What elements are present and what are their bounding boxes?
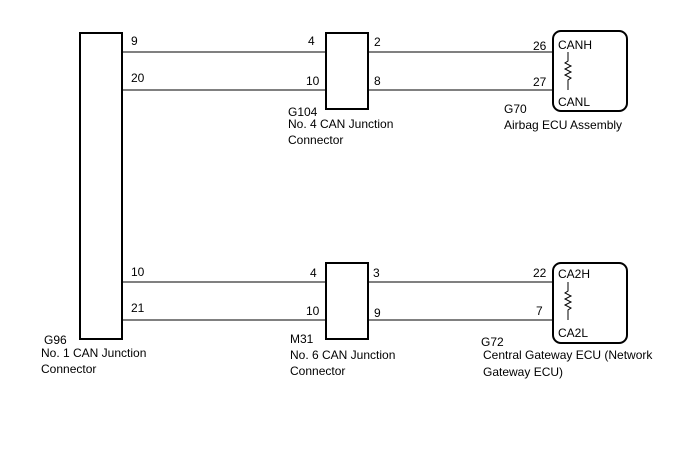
ecu-g70 <box>552 30 628 112</box>
g70-canh-label: CANH <box>558 38 592 52</box>
pin-g96-20: 20 <box>131 71 145 85</box>
g96-code: G96 <box>44 333 67 347</box>
g72-name-line1: Central Gateway ECU (Network <box>483 348 653 362</box>
pin-g96-10: 10 <box>131 265 145 279</box>
g72-ca2l-label: CA2L <box>558 326 588 340</box>
g104-name-line1: No. 4 CAN Junction <box>288 117 393 131</box>
pin-g104-10: 10 <box>306 74 320 88</box>
pin-g96-9: 9 <box>131 34 138 48</box>
m31-name-line2: Connector <box>290 364 345 378</box>
connector-g104 <box>325 32 369 110</box>
m31-name-line1: No. 6 CAN Junction <box>290 348 395 362</box>
pin-g70-26: 26 <box>533 39 547 53</box>
g96-name-line2: Connector <box>41 362 96 376</box>
g70-name-line1: Airbag ECU Assembly <box>504 118 622 132</box>
connector-m31 <box>325 262 369 340</box>
wire-g96-10-to-m31-4 <box>104 52 326 283</box>
pin-g72-22: 22 <box>533 266 547 280</box>
resistor-g70 <box>563 52 573 90</box>
pin-g104-4: 4 <box>308 34 315 48</box>
pin-m31-4: 4 <box>310 266 317 280</box>
pin-g104-2: 2 <box>374 35 381 49</box>
g72-ca2h-label: CA2H <box>558 267 590 281</box>
pin-g96-21: 21 <box>131 301 145 315</box>
g72-code: G72 <box>481 335 504 349</box>
pin-g70-27: 27 <box>533 75 547 89</box>
g96-name-line1: No. 1 CAN Junction <box>41 346 146 360</box>
connector-g96 <box>79 32 123 340</box>
g70-canl-label: CANL <box>558 95 590 109</box>
g72-name-line2: Gateway ECU) <box>483 365 563 379</box>
pin-g104-8: 8 <box>374 74 381 88</box>
pin-m31-10: 10 <box>306 304 320 318</box>
g70-code: G70 <box>504 102 527 116</box>
g104-code: G104 <box>288 105 318 119</box>
m31-code: M31 <box>290 332 314 346</box>
ecu-g72 <box>552 262 628 344</box>
g104-name-line2: Connector <box>288 133 343 147</box>
pin-m31-9: 9 <box>374 306 381 320</box>
pin-m31-3: 3 <box>373 266 380 280</box>
resistor-g72 <box>563 282 573 320</box>
pin-g72-7: 7 <box>536 304 543 318</box>
